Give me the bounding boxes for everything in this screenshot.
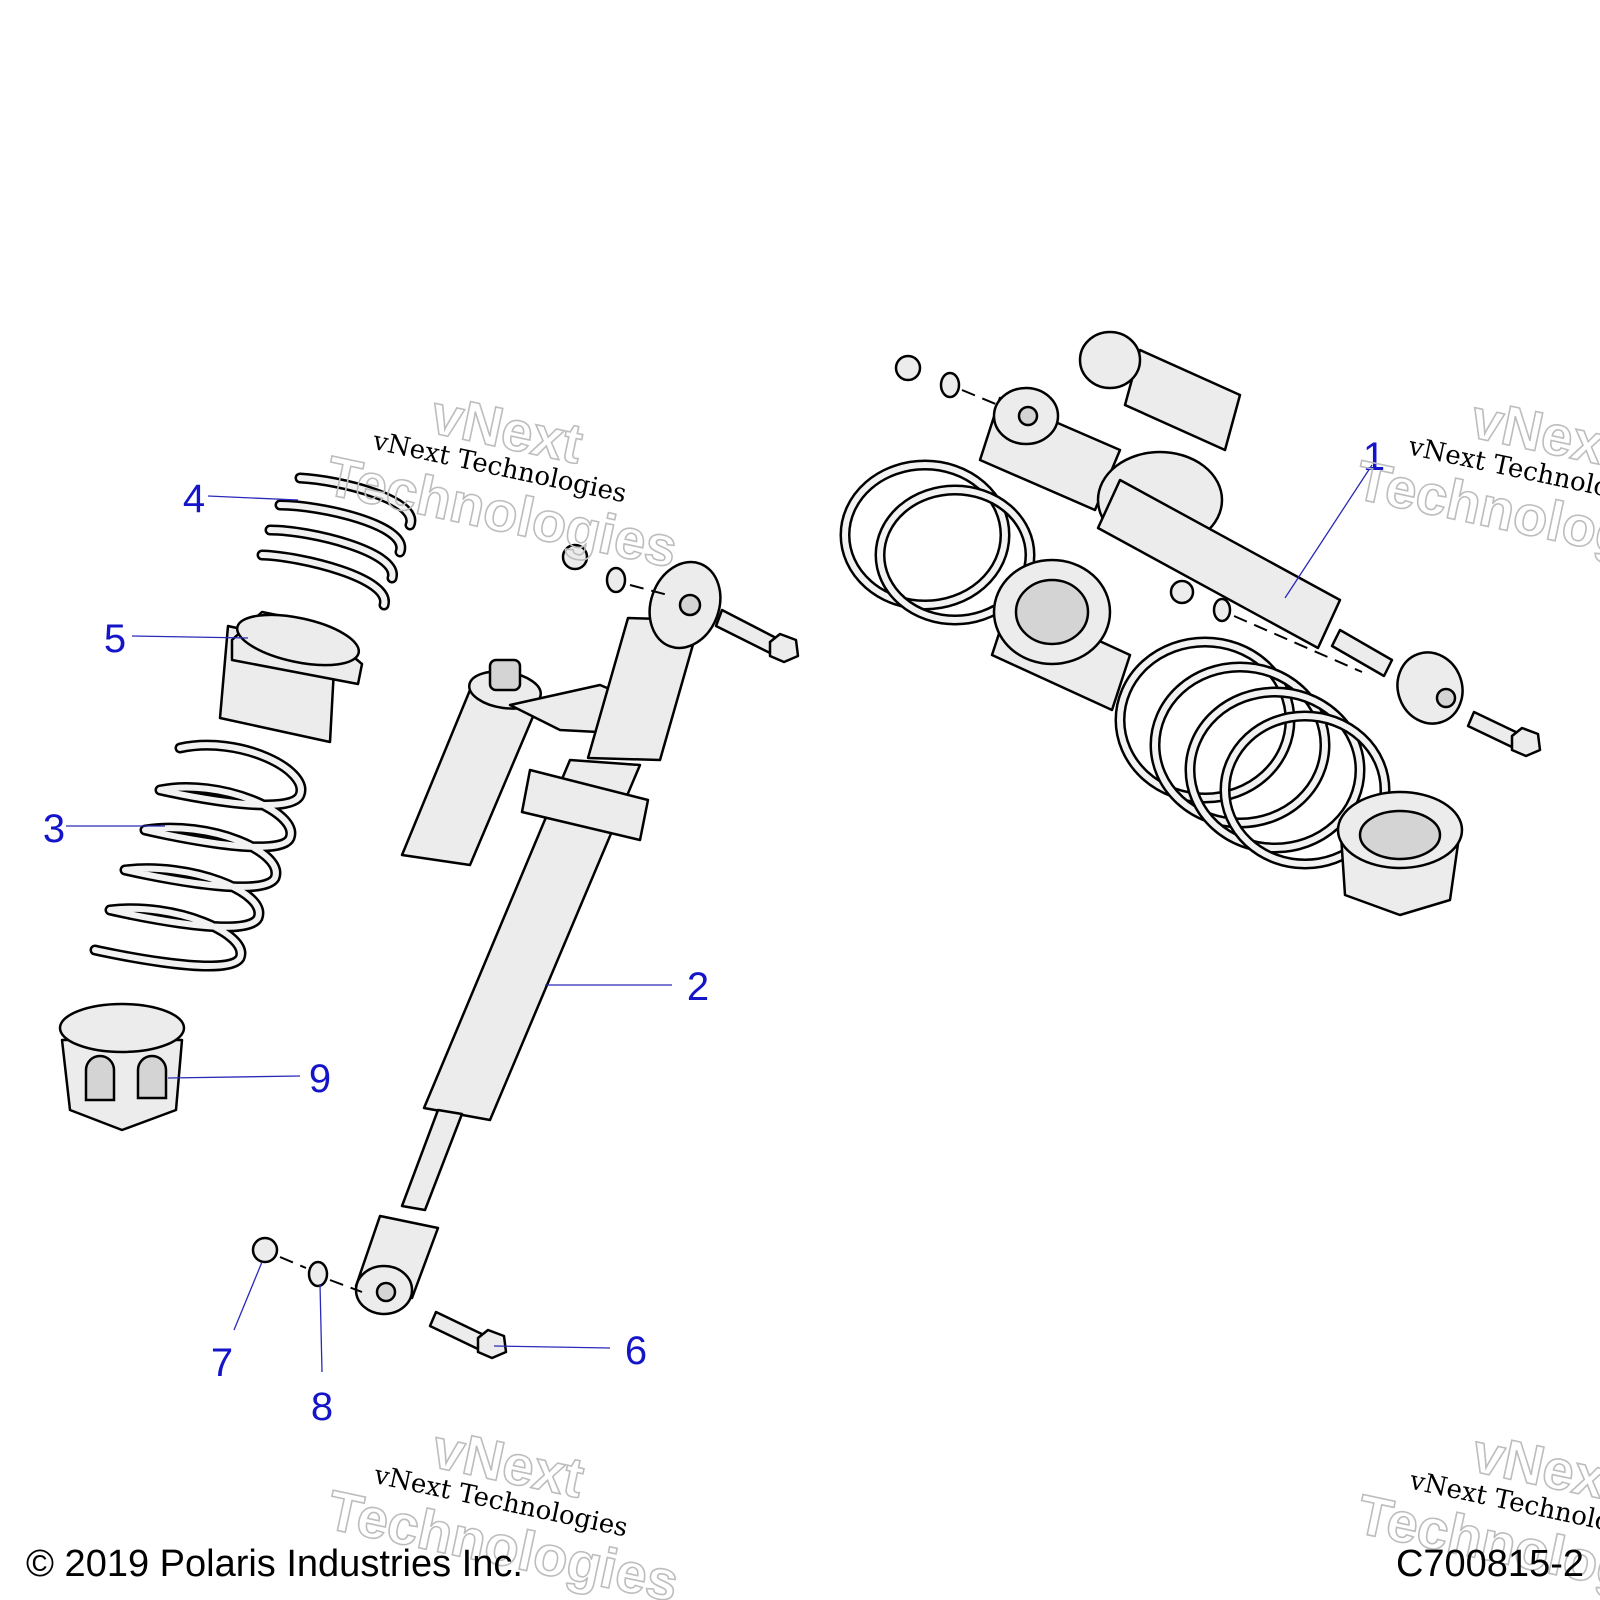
figure-id: C700815-2 [1396,1543,1584,1585]
watermark-top-left: vNext Technologies vNext Technologies [320,381,684,580]
callout-4: 4 [183,477,205,521]
leader-lines [66,464,1373,1373]
shock-assembly-right [839,330,1542,917]
callout-1: 1 [1363,435,1385,479]
copyright-text: © 2019 Polaris Industries Inc. [26,1543,523,1585]
main-spring-right [1114,636,1391,870]
callout-2: 2 [687,965,709,1009]
reservoir-cap [1078,330,1142,390]
callout-labels: 1 2 3 4 5 6 7 8 9 [43,435,1385,1429]
callout-5: 5 [104,617,126,661]
callout-9: 9 [309,1057,331,1101]
leader-1 [1284,464,1373,599]
leader-6 [493,1345,611,1349]
lower-hardware-left [251,1236,508,1360]
callout-3: 3 [43,807,65,851]
callout-7: 7 [211,1341,233,1385]
upper-spring-part-4 [256,472,417,611]
shock-absorber-part-2 [354,560,722,1316]
leader-9 [167,1075,301,1079]
leader-4 [207,495,299,501]
callout-6: 6 [625,1329,647,1373]
leader-7 [233,1261,263,1331]
upper-hardware-left [561,543,800,664]
leader-8 [319,1283,323,1373]
main-spring-part-3 [89,739,307,972]
washer-part-8 [307,1260,329,1288]
leader-5 [131,635,249,639]
spring-adapter-part-5 [218,610,364,744]
nut-part-7 [251,1236,279,1264]
spring-retainer-right [1336,790,1464,917]
callout-8: 8 [311,1385,333,1429]
spring-adapter-right [990,558,1132,712]
upper-spring-right [839,459,1036,626]
watermark-bottom-right: vNext Technologies vNext Technologies [1351,1420,1600,1600]
watermark-top-right: vNext Technologies vNext Technologies [1350,386,1600,585]
spring-retainer-part-9 [58,1002,186,1132]
